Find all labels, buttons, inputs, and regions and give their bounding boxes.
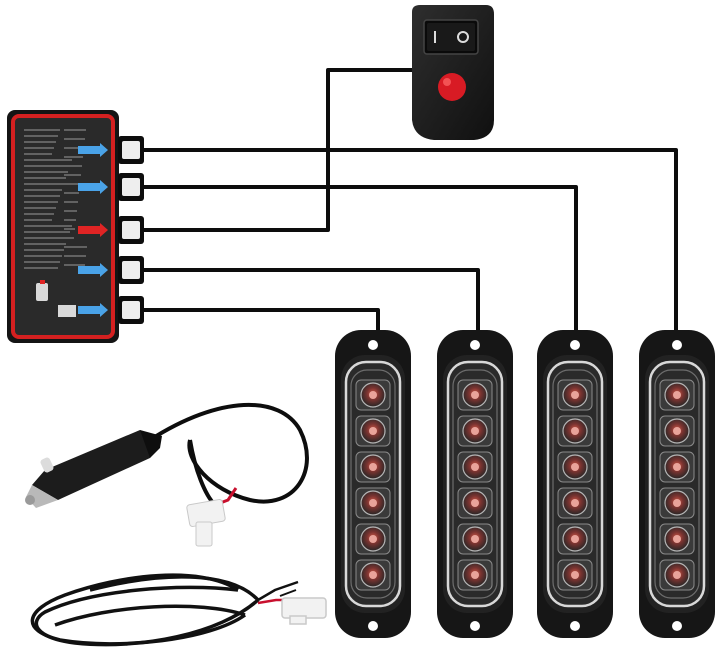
led-icon <box>355 379 391 411</box>
controller-box-icon <box>7 110 144 343</box>
led-icon <box>659 379 695 411</box>
led-icon <box>557 487 593 519</box>
control-wires <box>140 68 678 332</box>
led-icon <box>659 487 695 519</box>
wire-3 <box>140 68 412 232</box>
led-icon <box>355 487 391 519</box>
led-icon <box>557 379 593 411</box>
led-icon <box>659 415 695 447</box>
led-icon <box>557 523 593 555</box>
led-icon <box>659 451 695 483</box>
led-icon <box>457 523 493 555</box>
led-icon <box>457 379 493 411</box>
strobe-light-4 <box>639 330 715 638</box>
led-icon <box>457 559 493 591</box>
wire-2 <box>140 185 578 332</box>
power-harness-icon <box>30 573 327 647</box>
arrow-icon <box>78 263 108 277</box>
wire-5 <box>140 308 380 332</box>
rocker-switch-icon <box>412 5 494 140</box>
cigarette-lighter-plug-icon <box>25 403 309 547</box>
arrow-icon <box>78 143 108 157</box>
led-icon <box>457 451 493 483</box>
strobe-lights <box>335 330 715 638</box>
wire-4 <box>140 268 480 332</box>
switch-button-icon <box>438 73 466 101</box>
led-icon <box>355 523 391 555</box>
led-icon <box>457 487 493 519</box>
led-icon <box>355 451 391 483</box>
wire-1 <box>140 148 678 332</box>
led-icon <box>355 559 391 591</box>
led-icon <box>659 559 695 591</box>
arrow-icon <box>78 223 108 237</box>
strobe-light-2 <box>437 330 513 638</box>
led-icon <box>457 415 493 447</box>
led-icon <box>355 415 391 447</box>
arrow-icon <box>78 180 108 194</box>
led-icon <box>557 451 593 483</box>
strobe-light-1 <box>335 330 411 638</box>
led-icon <box>659 523 695 555</box>
arrow-icon <box>78 303 108 317</box>
led-icon <box>557 415 593 447</box>
strobe-light-3 <box>537 330 613 638</box>
led-icon <box>557 559 593 591</box>
